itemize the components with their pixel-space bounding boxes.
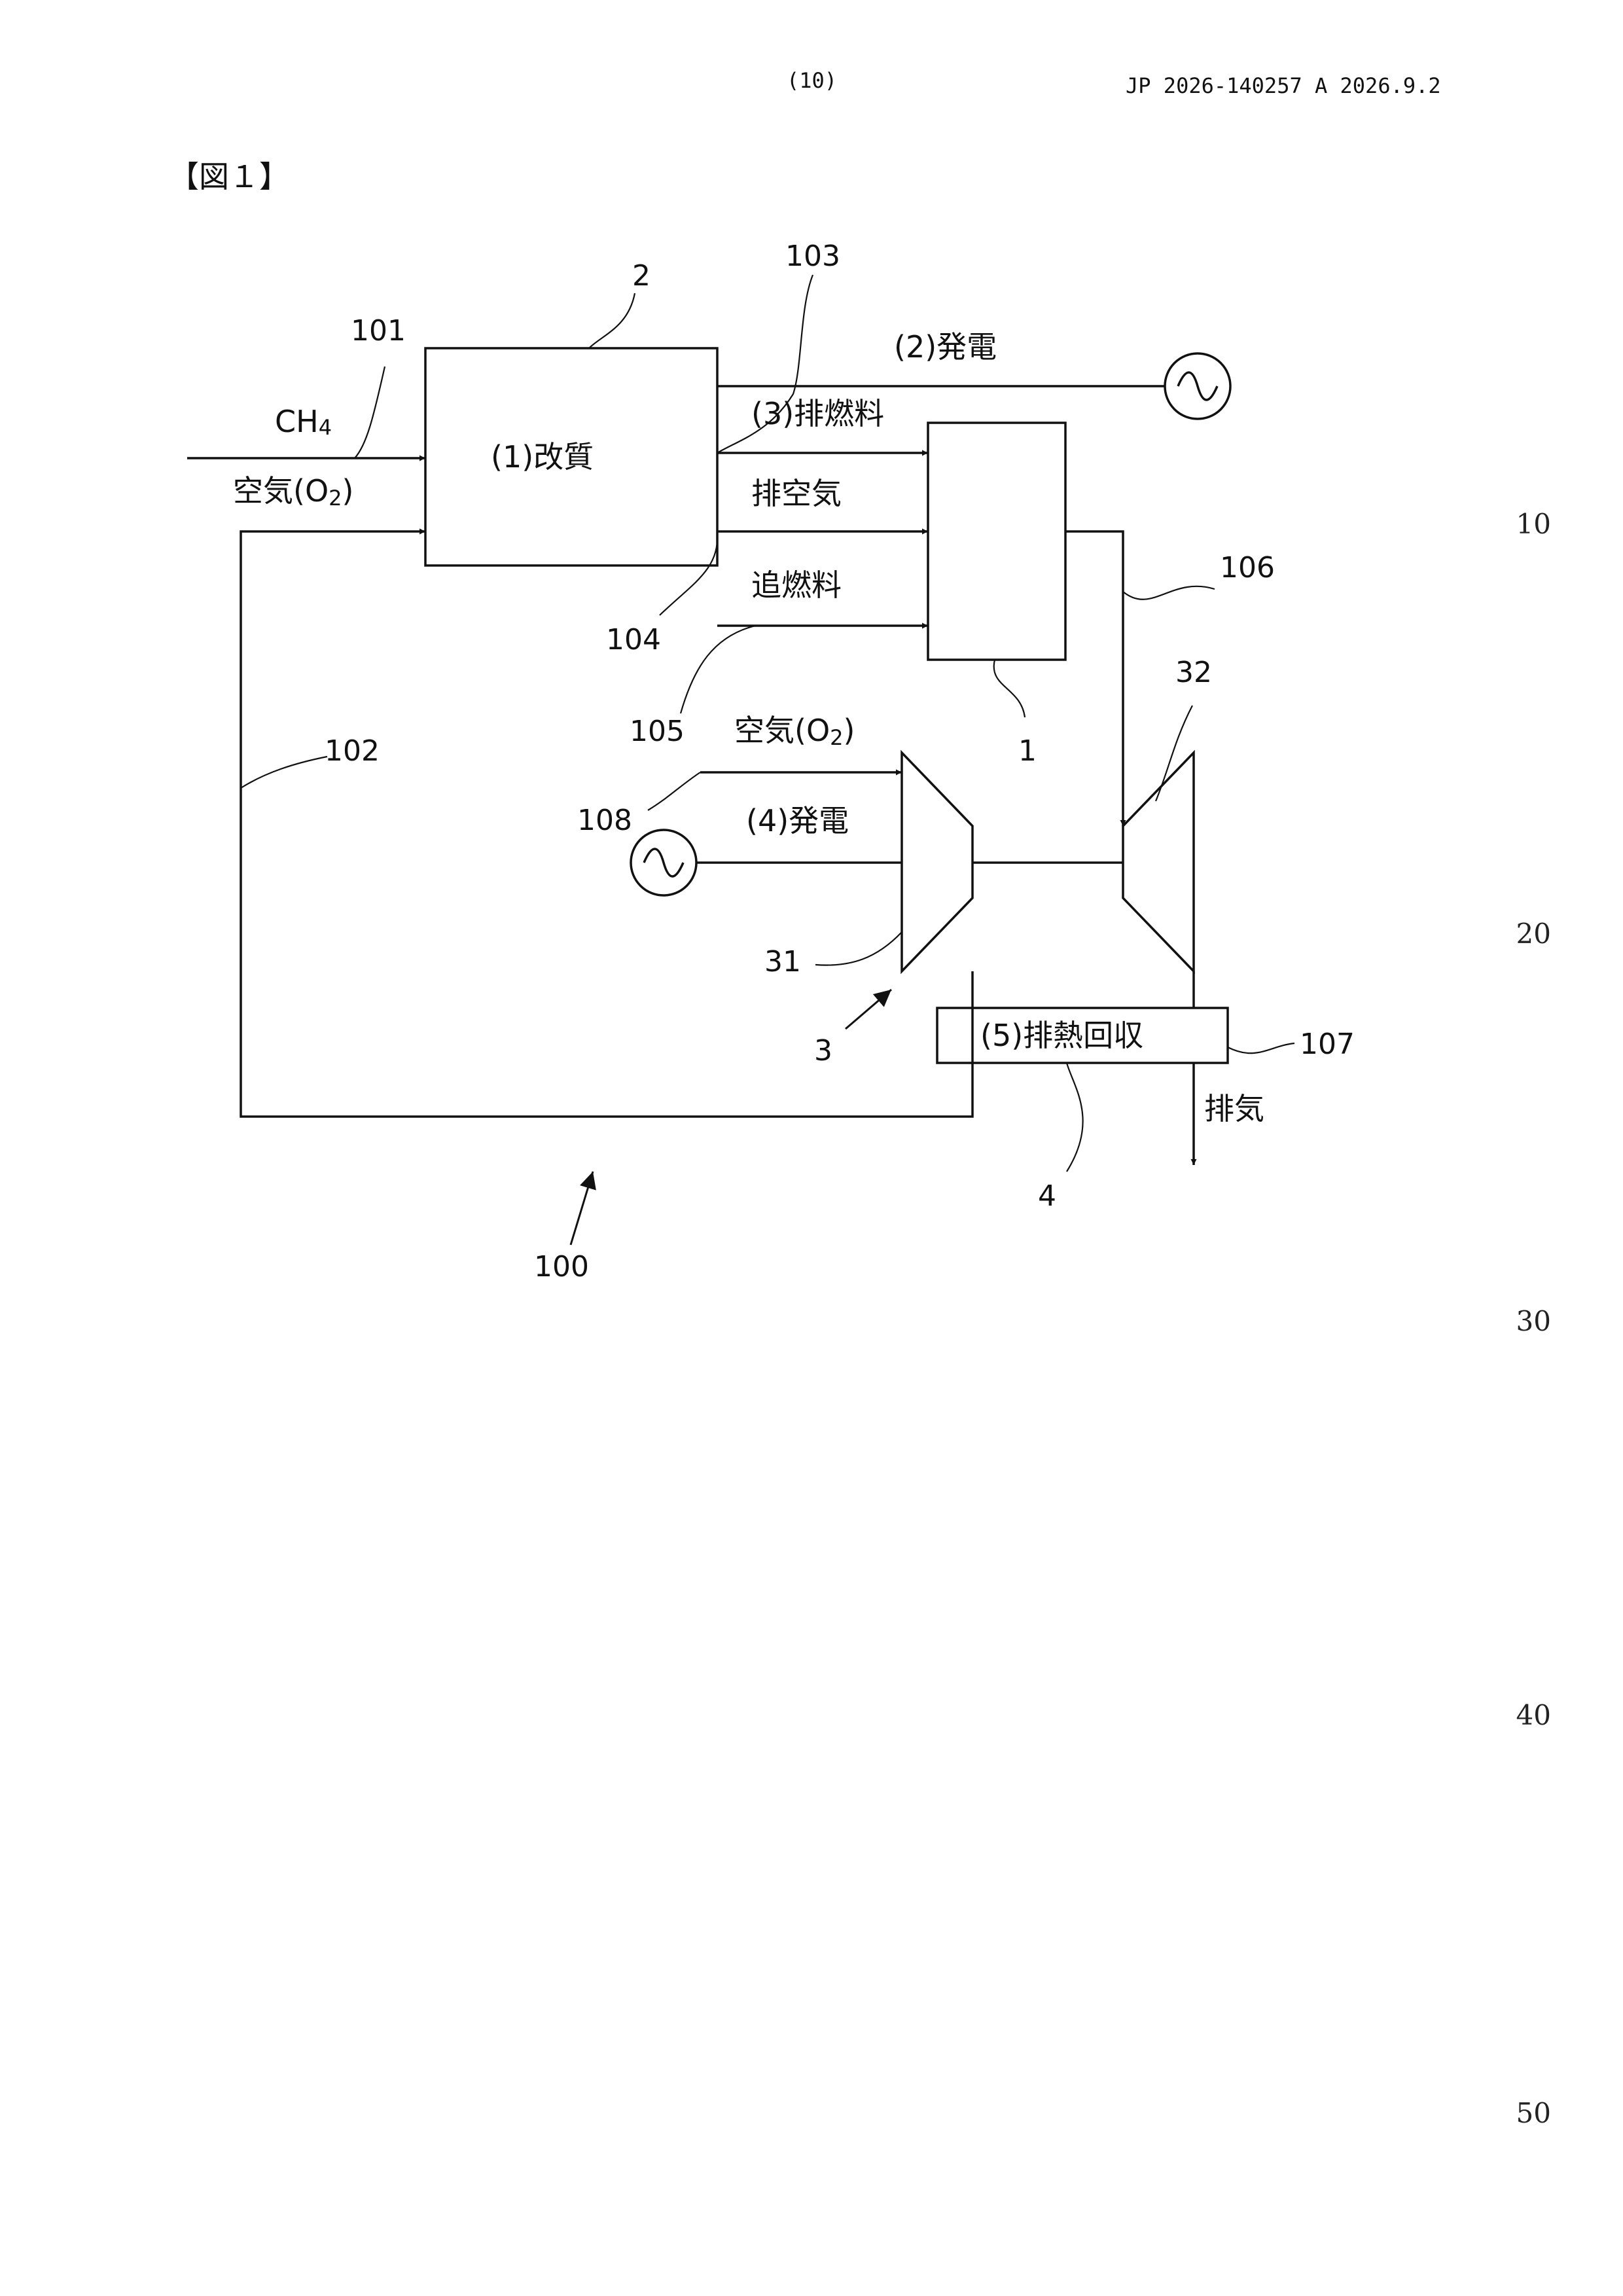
label-ch4: CH4 bbox=[275, 404, 332, 440]
ref-2: 2 bbox=[632, 259, 651, 293]
ref-32: 32 bbox=[1175, 656, 1212, 689]
ref-1: 1 bbox=[1018, 734, 1037, 768]
ref-105: 105 bbox=[630, 715, 685, 748]
label-exhaust-air: 排空気 bbox=[751, 476, 842, 511]
label-reforming: (1)改質 bbox=[491, 439, 594, 475]
compressor bbox=[902, 753, 972, 971]
label-exhaust: 排気 bbox=[1204, 1091, 1264, 1126]
ref-107: 107 bbox=[1300, 1028, 1355, 1061]
fuel-cell-to-turbine-line bbox=[1065, 531, 1123, 826]
label-power-gen-4: (4)発電 bbox=[746, 803, 849, 838]
ref-31: 31 bbox=[764, 945, 801, 978]
ref-4: 4 bbox=[1038, 1179, 1056, 1213]
ref-103: 103 bbox=[785, 240, 840, 273]
ref-108: 108 bbox=[577, 804, 632, 837]
turbine bbox=[1123, 753, 1194, 971]
ref-3: 3 bbox=[814, 1034, 832, 1067]
ref-102: 102 bbox=[325, 734, 380, 768]
label-air-o2-top: 空気(O2) bbox=[233, 473, 353, 511]
label-power-gen-2: (2)発電 bbox=[894, 329, 997, 365]
label-additional-fuel: 追燃料 bbox=[751, 567, 842, 603]
label-air-o2-mid: 空気(O2) bbox=[734, 713, 855, 750]
label-exhaust-fuel: (3)排燃料 bbox=[751, 396, 884, 431]
label-heat-recovery: (5)排熱回収 bbox=[980, 1018, 1143, 1053]
fuel-cell-box bbox=[928, 423, 1065, 660]
ref-101: 101 bbox=[351, 314, 406, 348]
ref-106: 106 bbox=[1220, 551, 1275, 584]
ref-104: 104 bbox=[606, 623, 661, 656]
ref-100: 100 bbox=[534, 1250, 589, 1283]
